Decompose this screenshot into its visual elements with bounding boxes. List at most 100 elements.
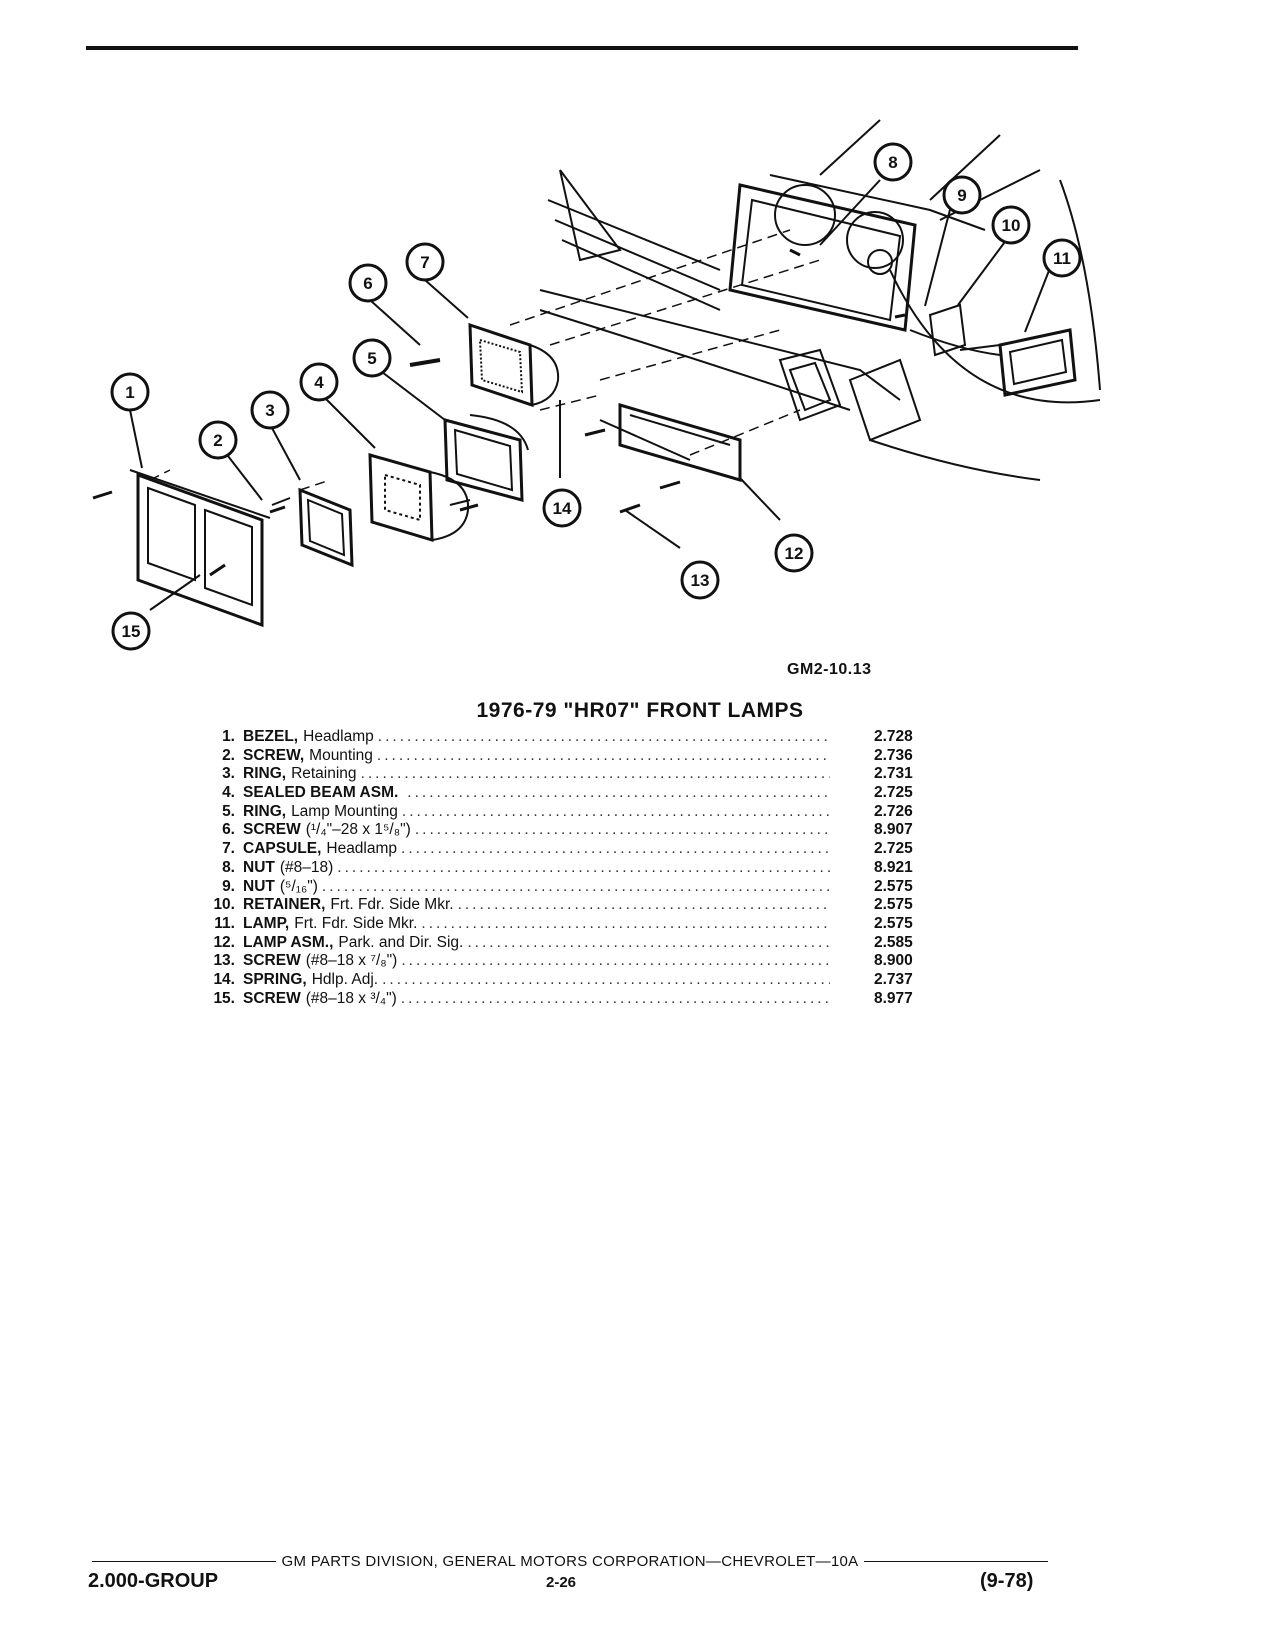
callout-6: 6 [363,274,372,293]
part-retaining-ring [271,487,354,568]
dot-leader [415,821,830,840]
vehicle-front-body [539,119,1101,481]
part-row: 13. SCREW(#8–18 x ⁷/₈") 8.900 [190,952,970,971]
group-code: 2.737 [874,970,913,988]
group-code: 8.907 [874,821,913,839]
dot-leader [407,784,830,803]
part-name: LAMP, [243,914,290,932]
dot-leader [378,728,830,747]
callout-2: 2 [213,431,222,450]
group-code: 2.575 [874,914,913,932]
part-qualifier: (⁵/₁₆") [279,877,318,895]
part-number: 3. [222,765,235,783]
part-number: 8. [222,858,235,876]
part-name: SCREW [243,821,301,839]
part-name: SCREW [243,952,301,970]
part-headlamp-capsule [409,322,560,408]
part-retainer [928,303,967,357]
dot-leader [458,896,830,915]
part-name: CAPSULE, [243,840,322,858]
part-name: BEZEL, [243,728,299,745]
part-number: 12. [213,933,235,951]
callout-8: 8 [888,153,897,172]
part-row: 15. SCREW(#8–18 x ³/₄") 8.977 [190,990,970,1009]
group-code: 2.726 [874,802,913,820]
part-row: 14. SPRING,Hdlp. Adj. 2.737 [190,971,970,990]
page-title: 1976-79 "HR07" FRONT LAMPS [476,699,804,722]
callout-4: 4 [314,373,324,392]
callout-circles [110,142,1082,651]
part-qualifier: Retaining [291,765,357,783]
callout-12: 12 [785,544,804,563]
group-code: 8.921 [874,858,913,876]
part-qualifier: Park. and Dir. Sig. [338,933,464,951]
part-qualifier: (#8–18 x ⁷/₈") [305,952,398,970]
top-rule [86,46,1078,50]
part-park-lamp [599,403,742,482]
part-row: 11. LAMP,Frt. Fdr. Side Mkr. 2.575 [190,915,970,934]
exploded-parts-diagram: 1 2 3 4 5 6 7 8 9 10 11 12 13 14 15 [92,119,1101,651]
part-qualifier: Mounting [309,746,373,764]
group-code: 2.725 [874,784,913,802]
callout-15: 15 [122,622,141,641]
dot-leader [467,934,830,953]
callout-13: 13 [691,571,710,590]
part-name: RING, [243,802,287,820]
part-number: 1. [222,728,235,745]
part-name: SEALED BEAM ASM. [243,784,399,802]
footer-publisher: GM PARTS DIVISION, GENERAL MOTORS CORPOR… [281,1553,859,1570]
part-name: NUT [243,858,275,876]
group-code: 2.575 [874,877,913,895]
part-row: 6. SCREW(¹/₄"–28 x 1⁵/₈") 8.907 [190,821,970,840]
part-row: 3. RING,Retaining 2.731 [190,765,970,784]
callout-10: 10 [1002,216,1021,235]
group-code: 8.900 [874,952,913,970]
part-row: 7. CAPSULE,Headlamp 2.725 [190,840,970,859]
part-number: 9. [222,877,235,895]
part-name: SCREW, [243,746,305,764]
figure-code: GM2-10.13 [787,661,872,678]
part-number: 11. [214,914,235,932]
part-row: 10. RETAINER,Frt. Fdr. Side Mkr. 2.575 [190,896,970,915]
part-row: 5. RING,Lamp Mounting 2.726 [190,803,970,822]
part-row: 2. SCREW,Mounting 2.736 [190,747,970,766]
part-sealed-beam [368,452,470,543]
callout-7: 7 [420,253,429,272]
group-code: 2.731 [874,765,913,783]
dot-leader [377,747,830,766]
footer-date: (9-78) [980,1570,1034,1592]
part-qualifier: Frt. Fdr. Side Mkr. [330,896,454,914]
part-name: SCREW [243,989,301,1007]
part-qualifier: Hdlp. Adj. [311,970,379,988]
part-name: NUT [243,877,275,895]
callout-9: 9 [957,186,966,205]
fasteners [92,248,906,577]
callout-5: 5 [367,349,376,368]
dot-leader [402,803,830,822]
part-number: 10. [213,896,235,914]
dot-leader [401,952,830,971]
group-code: 2.736 [874,746,913,764]
part-number: 2. [222,746,235,764]
part-name: SPRING, [243,970,307,988]
part-qualifier: (¹/₄"–28 x 1⁵/₈") [305,821,411,839]
part-row: 4. SEALED BEAM ASM. 2.725 [190,784,970,803]
dot-leader [361,765,830,784]
part-bezel [129,469,271,628]
callout-1: 1 [125,383,134,402]
group-code: 2.575 [874,896,913,914]
dot-leader [401,990,830,1009]
callout-14: 14 [553,499,572,518]
group-code: 2.585 [874,933,913,951]
part-name: RETAINER, [243,896,326,914]
part-name: LAMP ASM., [243,933,334,951]
group-code: 2.728 [874,728,913,745]
part-qualifier: Frt. Fdr. Side Mkr. [294,914,418,932]
alignment-lines [149,229,821,491]
part-row: 1. BEZEL,Headlamp 2.728 [190,728,970,747]
part-qualifier: Lamp Mounting [291,802,398,820]
parts-list: 1. BEZEL,Headlamp 2.728 2. SCREW,Mountin… [190,728,970,1008]
part-number: 4. [222,784,235,802]
part-number: 13. [213,952,235,970]
part-qualifier: (#8–18 x ³/₄") [305,989,397,1007]
